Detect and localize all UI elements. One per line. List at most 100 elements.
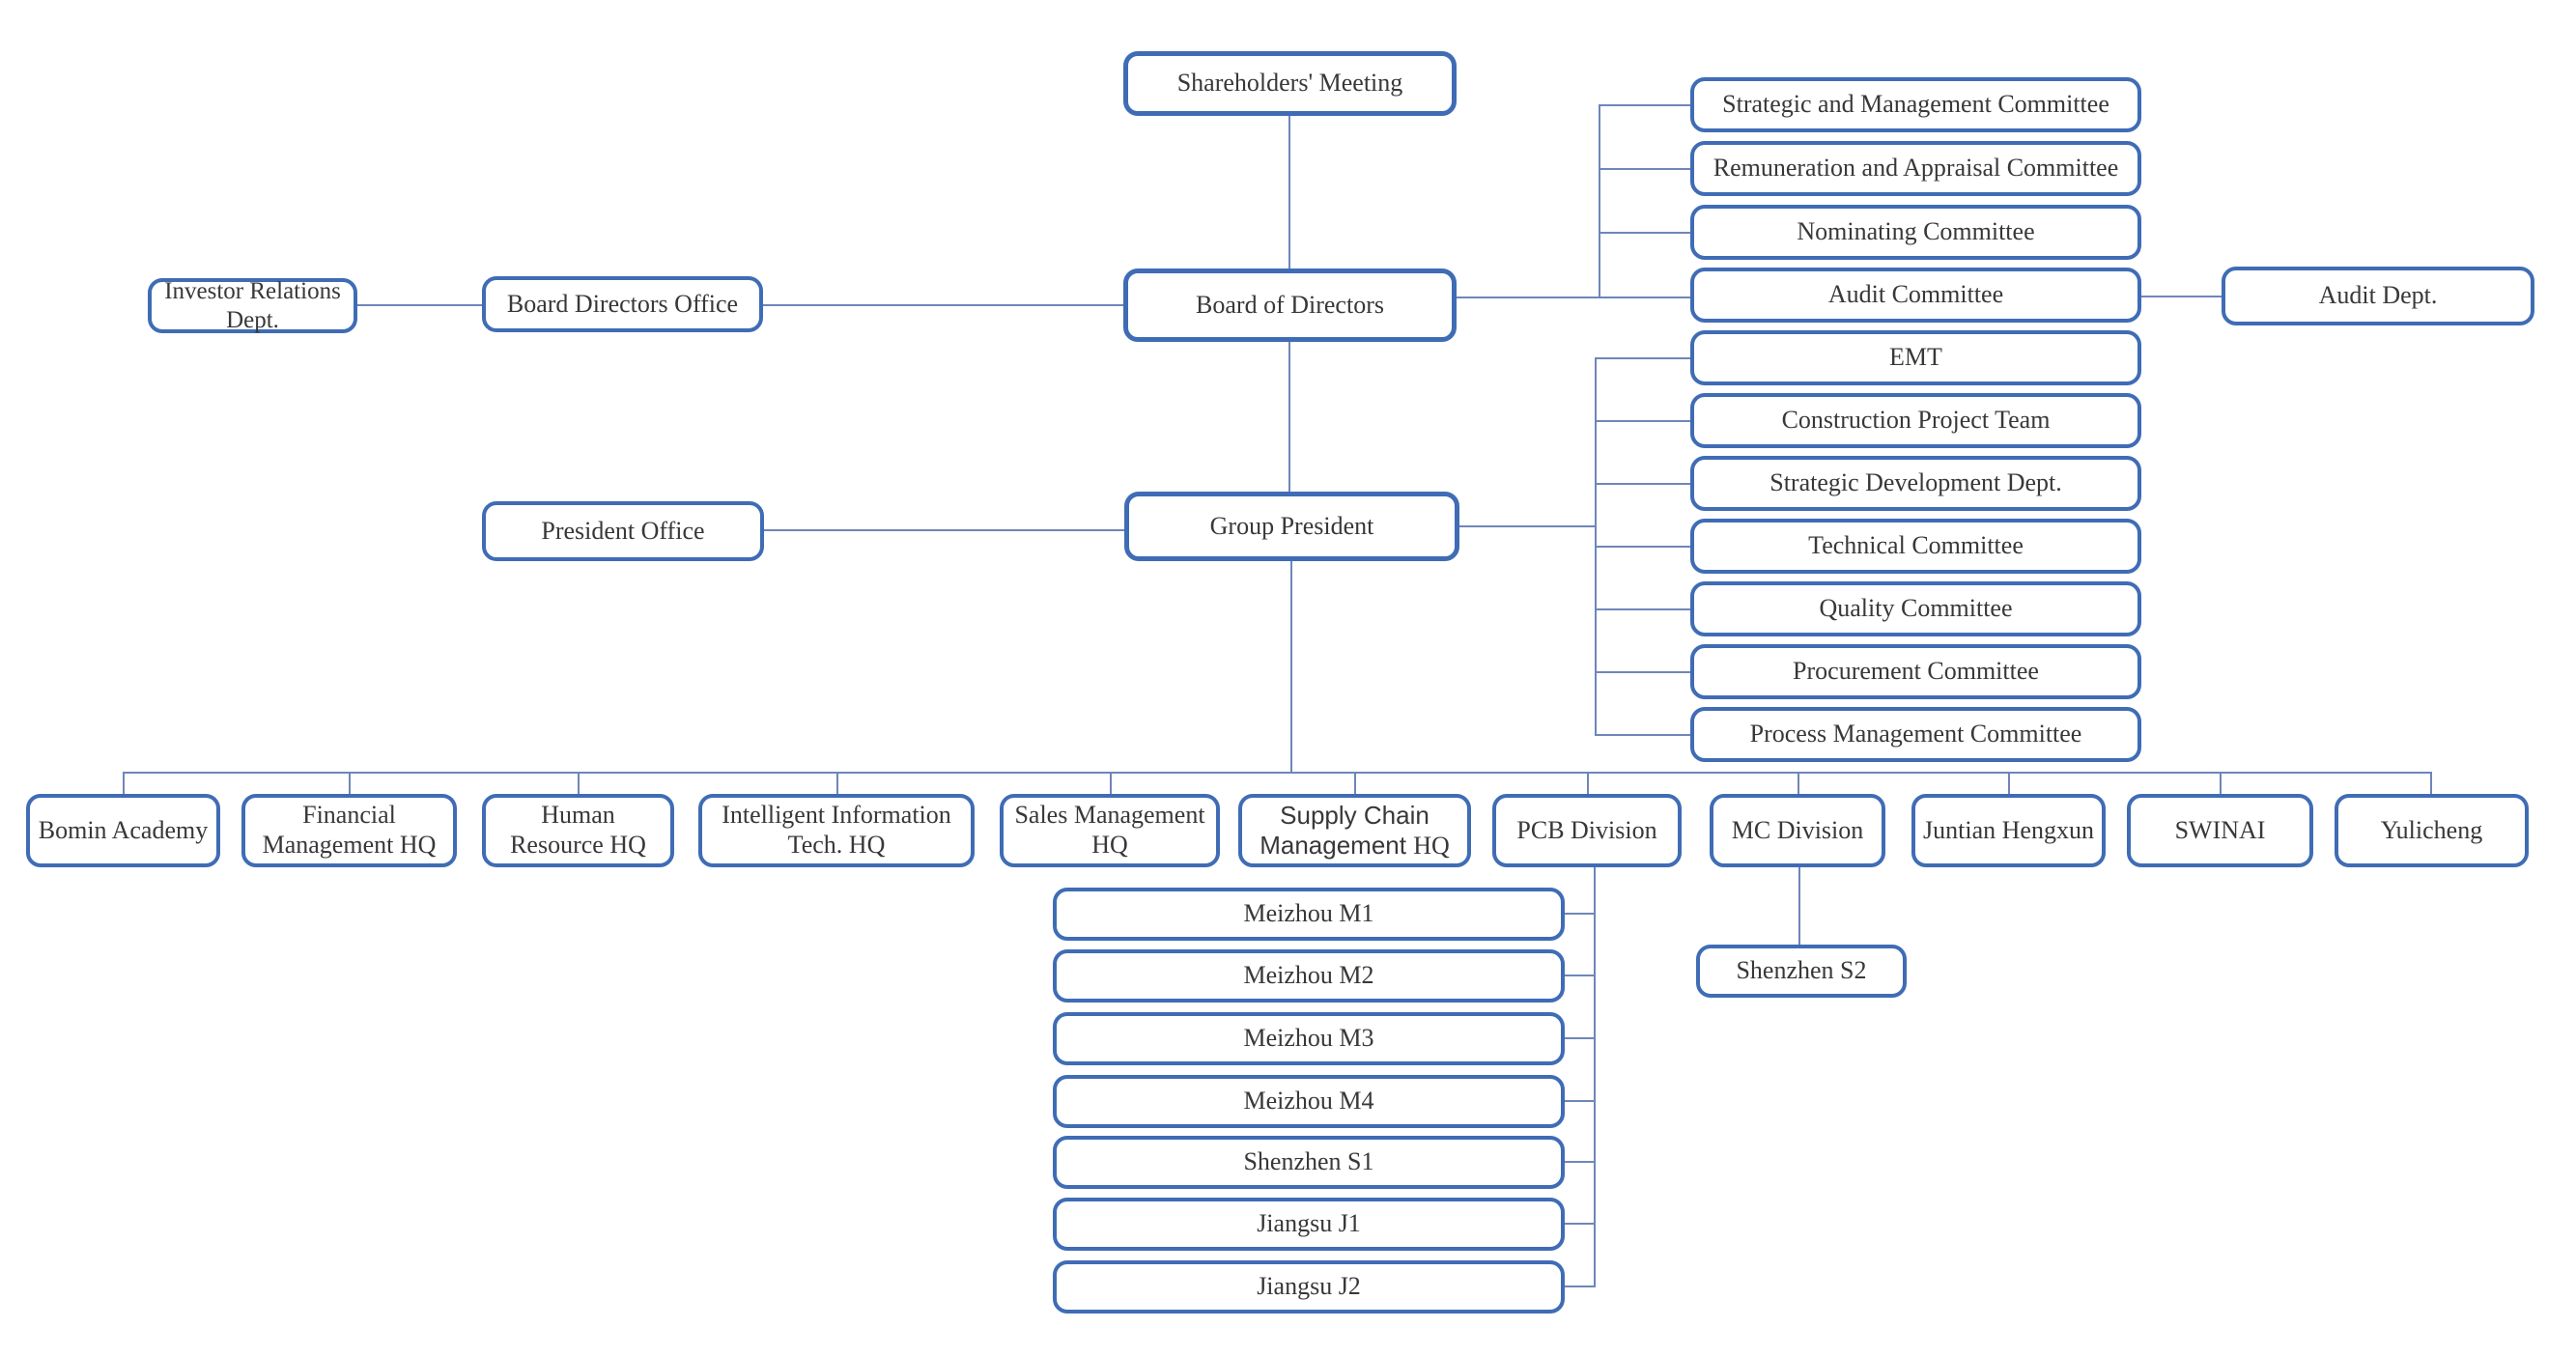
node-label: SWINAI — [2174, 815, 2266, 844]
node-shareholders-meeting: Shareholders' Meeting — [1123, 51, 1457, 116]
connector-branch-procurement — [1595, 671, 1690, 673]
connector-gp-trunk — [1459, 525, 1597, 527]
node-construction-project-team: Construction Project Team — [1690, 393, 2141, 448]
node-board-of-directors: Board of Directors — [1123, 268, 1457, 342]
connector-audit-committee-audit-dept — [2141, 296, 2222, 297]
node-juntian-hengxun: Juntian Hengxun — [1911, 794, 2106, 867]
connector-stub-bomin — [123, 772, 125, 794]
connector-stub-yulicheng — [2430, 772, 2432, 794]
connector-board-group-president — [1288, 342, 1290, 492]
node-emt: EMT — [1690, 330, 2141, 385]
connector-branch-strategic-mgmt — [1599, 104, 1690, 106]
node-label: Jiangsu J2 — [1257, 1272, 1361, 1301]
connector-bdo-board — [763, 304, 1123, 306]
node-nominating-committee: Nominating Committee — [1690, 205, 2141, 260]
node-technical-committee: Technical Committee — [1690, 519, 2141, 574]
node-bomin-academy: Bomin Academy — [26, 794, 220, 867]
node-audit-committee: Audit Committee — [1690, 268, 2141, 323]
node-label: Audit Dept. — [2318, 281, 2438, 310]
connector-stub-human — [578, 772, 580, 794]
node-label: Strategic Development Dept. — [1769, 468, 2062, 497]
node-label: Meizhou M2 — [1243, 961, 1374, 990]
node-label: PCB Division — [1516, 815, 1657, 844]
connector-branch-shenzhen-s1 — [1565, 1161, 1596, 1163]
node-label: Board Directors Office — [506, 289, 739, 318]
node-label: Jiangsu J1 — [1257, 1209, 1361, 1238]
node-strategic-and-management-committee: Strategic and Management Committee — [1690, 77, 2141, 132]
node-process-management-committee: Process Management Committee — [1690, 707, 2141, 762]
node-pcb-division: PCB Division — [1492, 794, 1682, 867]
connector-board-committees-trunk — [1599, 104, 1600, 298]
node-label: Shenzhen S2 — [1736, 956, 1867, 985]
node-label: Investor Relations Dept. — [164, 278, 341, 333]
connector-mc-shenzhen-s2 — [1798, 867, 1800, 945]
connector-stub-juntian — [2008, 772, 2010, 794]
node-label: Bomin Academy — [38, 815, 209, 844]
node-jiangsu-j2: Jiangsu J2 — [1053, 1260, 1565, 1314]
node-meizhou-m2: Meizhou M2 — [1053, 949, 1565, 1003]
connector-branch-construction — [1595, 420, 1690, 422]
connector-division-bus — [123, 772, 2431, 774]
node-label: Audit Committee — [1827, 280, 2004, 309]
node-procurement-committee: Procurement Committee — [1690, 644, 2141, 699]
connector-stub-sales — [1110, 772, 1112, 794]
node-jiangsu-j1: Jiangsu J1 — [1053, 1198, 1565, 1251]
node-meizhou-m3: Meizhou M3 — [1053, 1012, 1565, 1065]
node-label: Financial Management HQ — [262, 801, 437, 859]
node-label: Strategic and Management Committee — [1722, 90, 2109, 119]
node-label: Meizhou M1 — [1243, 899, 1374, 928]
connector-stub-financial — [349, 772, 351, 794]
node-label: Intelligent Information Tech. HQ — [722, 801, 951, 859]
node-label: Construction Project Team — [1781, 406, 2051, 435]
node-sales-management-hq: Sales Management HQ — [1000, 794, 1220, 867]
node-audit-dept: Audit Dept. — [2222, 267, 2534, 325]
node-group-president: Group President — [1124, 492, 1459, 561]
connector-board-audit-committee — [1457, 297, 1690, 298]
connector-president-office-gp — [764, 529, 1124, 531]
node-meizhou-m4: Meizhou M4 — [1053, 1075, 1565, 1128]
node-label: Meizhou M4 — [1243, 1087, 1374, 1116]
node-label: Nominating Committee — [1797, 217, 2035, 246]
connector-branch-meizhou-m3 — [1565, 1037, 1596, 1039]
node-supply-chain-management-hq: Supply Chain Management HQ — [1238, 794, 1471, 867]
connector-investor-bdo — [357, 304, 482, 306]
node-label: Remuneration and Appraisal Committee — [1713, 154, 2119, 183]
node-label: Technical Committee — [1808, 531, 2024, 560]
node-label: Shareholders' Meeting — [1176, 69, 1403, 98]
connector-branch-technical — [1595, 546, 1690, 548]
node-label: Board of Directors — [1196, 290, 1384, 319]
connector-branch-strategic-dev — [1595, 483, 1690, 485]
node-label-main: Supply Chain Management — [1260, 800, 1430, 860]
node-label: Group President — [1209, 511, 1374, 540]
connector-branch-quality — [1595, 608, 1690, 610]
node-label: MC Division — [1731, 815, 1864, 844]
node-swinai: SWINAI — [2127, 794, 2313, 867]
node-meizhou-m1: Meizhou M1 — [1053, 888, 1565, 941]
node-strategic-development-dept: Strategic Development Dept. — [1690, 456, 2141, 511]
connector-branch-nominating — [1599, 232, 1690, 234]
node-label: Yulicheng — [2380, 815, 2483, 844]
connector-shareholders-board — [1288, 116, 1290, 268]
connector-branch-jiangsu-j1 — [1565, 1223, 1596, 1225]
node-label: Juntian Hengxun — [1923, 815, 2094, 844]
connector-branch-meizhou-m4 — [1565, 1100, 1596, 1102]
connector-stub-swinai — [2220, 772, 2222, 794]
node-label: Sales Management HQ — [1014, 801, 1205, 859]
connector-stub-intelligent — [836, 772, 838, 794]
node-label: Meizhou M3 — [1243, 1024, 1374, 1053]
connector-stub-supply-chain — [1354, 772, 1356, 794]
node-president-office: President Office — [482, 501, 764, 561]
connector-stub-mc — [1798, 772, 1799, 794]
node-mc-division: MC Division — [1710, 794, 1885, 867]
node-shenzhen-s1: Shenzhen S1 — [1053, 1136, 1565, 1189]
node-label: Human Resource HQ — [510, 801, 646, 859]
node-investor-relations-dept: Investor Relations Dept. — [148, 278, 357, 333]
node-human-resource-hq: Human Resource HQ — [482, 794, 674, 867]
node-remuneration-and-appraisal-committee: Remuneration and Appraisal Committee — [1690, 141, 2141, 196]
connector-branch-meizhou-m1 — [1565, 913, 1596, 915]
connector-branch-jiangsu-j2 — [1565, 1285, 1596, 1287]
node-intelligent-information-tech-hq: Intelligent Information Tech. HQ — [698, 794, 975, 867]
node-label: Quality Committee — [1819, 594, 2013, 623]
node-label-suffix: HQ — [1413, 831, 1450, 860]
